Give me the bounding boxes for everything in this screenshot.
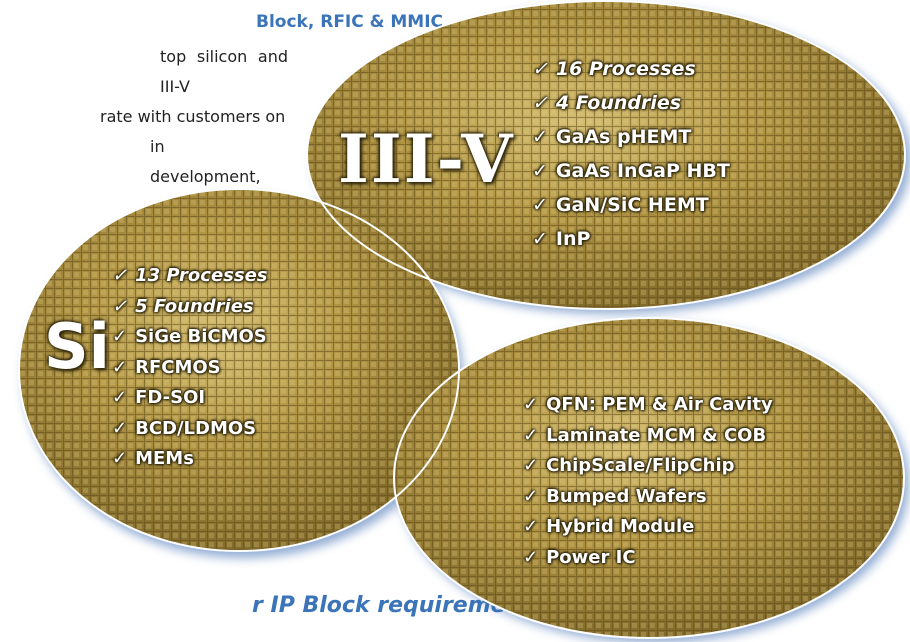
check-icon: ✓ <box>523 485 539 507</box>
iii-v-label: III-V <box>338 120 515 198</box>
si-label: Si <box>44 310 110 383</box>
check-icon: ✓ <box>112 387 128 408</box>
check-icon: ✓ <box>523 394 539 415</box>
list-item: ✓13 Processes <box>112 265 268 286</box>
list-item: ✓Bumped Wafers <box>523 485 707 507</box>
check-icon: ✓ <box>112 417 128 439</box>
check-icon: ✓ <box>532 58 548 80</box>
check-icon: ✓ <box>523 424 539 446</box>
check-icon: ✓ <box>112 448 128 469</box>
list-item: ✓GaAs InGaP HBT <box>532 160 730 182</box>
si-outline <box>18 188 460 552</box>
list-item: ✓5 Foundries <box>112 295 254 317</box>
iii-v-outline <box>306 0 906 310</box>
check-icon: ✓ <box>112 295 128 317</box>
check-icon: ✓ <box>112 356 128 378</box>
list-item: ✓InP <box>532 228 591 250</box>
check-icon: ✓ <box>532 160 548 182</box>
packaging-outline <box>393 317 905 639</box>
check-icon: ✓ <box>532 194 548 216</box>
list-item: ✓ChipScale/FlipChip <box>523 455 735 476</box>
list-item: ✓GaAs pHEMT <box>532 126 692 148</box>
list-item: ✓QFN: PEM & Air Cavity <box>523 394 773 415</box>
check-icon: ✓ <box>532 92 548 114</box>
list-item: ✓Hybrid Module <box>523 516 695 537</box>
packaging-list: ✓QFN: PEM & Air Cavity ✓Laminate MCM & C… <box>523 390 773 573</box>
list-item: ✓SiGe BiCMOS <box>112 326 267 347</box>
paragraph-line: top silicon and III-V <box>160 47 288 96</box>
si-list: ✓13 Processes ✓5 Foundries ✓SiGe BiCMOS … <box>112 261 268 475</box>
list-item: ✓16 Processes <box>532 58 696 80</box>
list-item: ✓GaN/SiC HEMT <box>532 194 709 216</box>
check-icon: ✓ <box>523 546 539 568</box>
list-item: ✓Laminate MCM & COB <box>523 424 767 446</box>
list-item: ✓BCD/LDMOS <box>112 417 257 439</box>
check-icon: ✓ <box>112 326 128 347</box>
section-heading: Block, RFIC & MMIC <box>256 12 444 32</box>
iii-v-list: ✓16 Processes ✓4 Foundries ✓GaAs pHEMT ✓… <box>532 52 730 256</box>
list-item: ✓FD-SOI <box>112 387 206 408</box>
list-item: ✓4 Foundries <box>532 92 682 114</box>
check-icon: ✓ <box>532 126 548 148</box>
iii-v-wafer <box>307 1 905 309</box>
list-item: ✓MEMs <box>112 448 194 469</box>
check-icon: ✓ <box>532 228 548 250</box>
paragraph-line: rate with customers on <box>100 107 286 126</box>
check-icon: ✓ <box>523 516 539 537</box>
check-icon: ✓ <box>112 265 128 286</box>
si-wafer <box>19 189 459 551</box>
list-item: ✓Power IC <box>523 546 636 568</box>
list-item: ✓RFCMOS <box>112 356 221 378</box>
packaging-wafer <box>394 318 904 638</box>
check-icon: ✓ <box>523 455 539 476</box>
